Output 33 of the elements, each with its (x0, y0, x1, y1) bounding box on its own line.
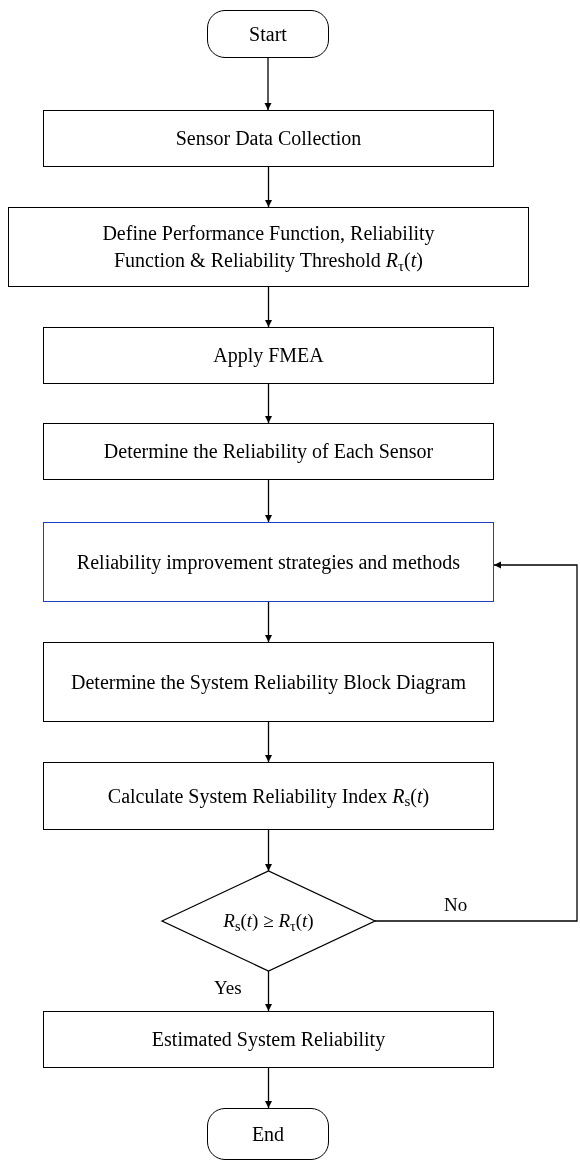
node-text: Define Performance Function, Reliability Function & Reliability Threshold R$_{τ}$(t) (101, 221, 436, 274)
arrow (265, 383, 272, 424)
arrow (265, 166, 272, 208)
node-text: R$_{s}$(t) ≥ R$_{τ}$(t) (223, 909, 314, 933)
arrow (264, 57, 272, 111)
node-text: Calculate System Reliability Index R$_{s}$(t) (107, 783, 430, 810)
node-text: Determine the Reliability of Each Sensor (103, 439, 434, 465)
process-box (43, 423, 494, 480)
arrow (265, 970, 272, 1012)
process-box (43, 522, 494, 602)
arrow (265, 1067, 272, 1109)
process-box (43, 1011, 494, 1068)
terminal-box (207, 10, 329, 58)
arrow (265, 286, 272, 328)
arrow (265, 601, 272, 643)
terminal-box (207, 1108, 329, 1160)
arrow (265, 479, 272, 523)
arrow (265, 829, 272, 872)
process-box (43, 762, 494, 830)
decision-diamond (160, 870, 377, 972)
process-box (43, 327, 494, 384)
node-text: Determine the System Reliability Block Diagram (71, 669, 466, 696)
process-box (8, 207, 529, 287)
arrow (265, 721, 272, 763)
node-text: End (251, 1121, 285, 1147)
node-text: Estimated System Reliability (151, 1027, 386, 1053)
node-text: Start (249, 21, 287, 47)
process-box (43, 110, 494, 167)
node-text: Apply FMEA (213, 343, 324, 369)
arrow (374, 561, 578, 922)
node-text: Reliability improvement strategies and methods (76, 549, 461, 576)
process-box (43, 642, 494, 722)
node-text: Sensor Data Collection (175, 126, 362, 151)
